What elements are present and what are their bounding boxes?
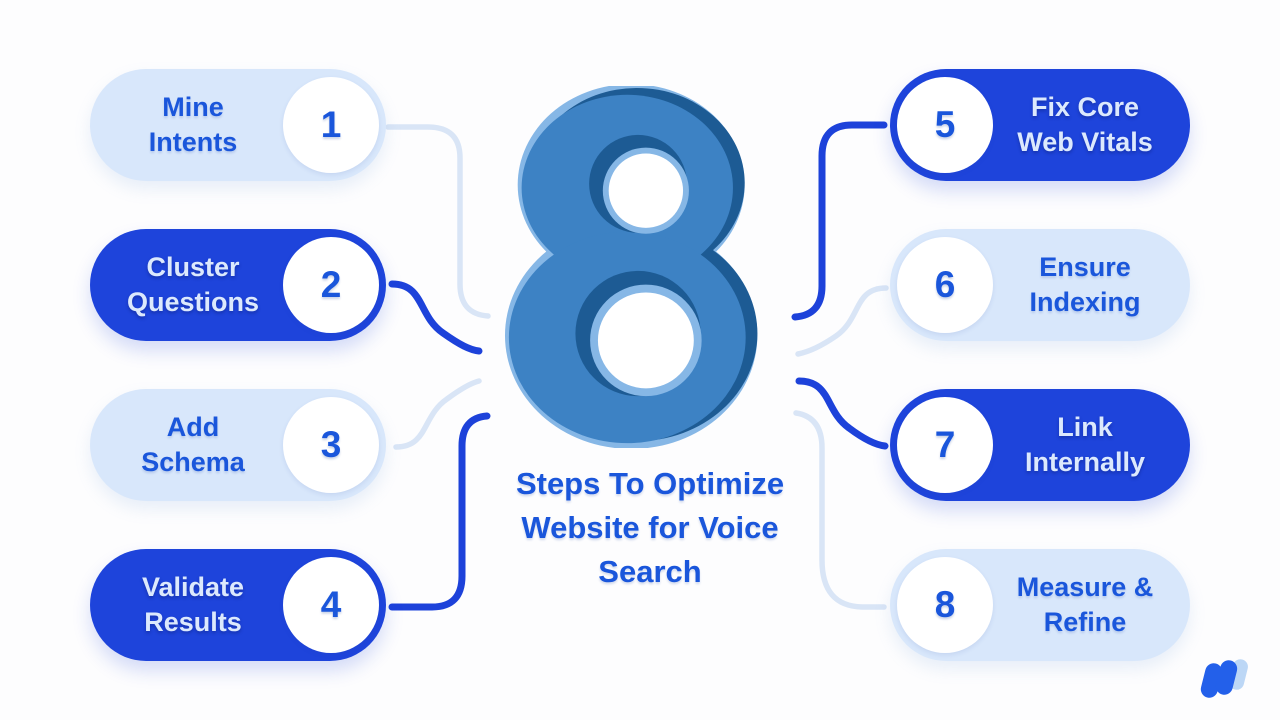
connector-step-6 [795,285,889,357]
connector-step-3 [393,378,482,450]
step-number-badge: 6 [897,237,993,333]
step-label: Mine Intents [148,91,238,157]
step-number-badge: 3 [283,397,379,493]
step-number: 7 [934,424,956,465]
step-label: Cluster Questions [126,251,260,317]
step-pill-cluster-questions: Cluster Questions 2 [90,229,386,341]
step-number-badge: 4 [283,557,379,653]
step-number: 1 [320,104,342,145]
step-number: 3 [320,424,342,465]
connector-step-2 [388,280,483,355]
step-pill-mine-intents: Mine Intents 1 [90,69,386,181]
step-number: 6 [934,264,956,305]
step-pill-add-schema: Add Schema 3 [90,389,386,501]
step-pill-ensure-indexing: 6 Ensure Indexing [890,229,1190,341]
page-title: Steps To Optimize Website for Voice Sear… [480,462,820,594]
step-label: Add Schema [141,411,245,477]
step-number: 8 [934,584,956,625]
step-number: 4 [320,584,342,625]
step-pill-fix-core-web-vitals: 5 Fix Core Web Vitals [890,69,1190,181]
step-number-badge: 1 [283,77,379,173]
connector-step-5 [791,121,888,321]
big-eight-graphic [505,86,758,448]
title-line-1: Steps To Optimize [515,466,785,501]
step-pill-validate-results: Validate Results 4 [90,549,386,661]
brand-w-logo-icon [1200,659,1248,698]
step-number-badge: 5 [897,77,993,173]
step-pill-link-internally: 7 Link Internally [890,389,1190,501]
title-line-2: Website for Voice [521,510,779,546]
connector-step-1 [385,124,491,319]
step-label: Validate Results [141,571,245,637]
connector-step-4 [388,412,491,611]
step-pill-measure-refine: 8 Measure & Refine [890,549,1190,661]
big-eight-value: 8 [0,0,1,1]
step-label: Ensure Indexing [1029,251,1141,317]
step-number-badge: 8 [897,557,993,653]
step-number: 2 [320,264,342,305]
step-number-badge: 2 [283,237,379,333]
step-label: Measure & Refine [1016,571,1154,637]
step-label: Fix Core Web Vitals [1017,91,1153,157]
title-line-3: Search [598,554,702,590]
connector-step-7 [795,377,889,450]
step-label: Link Internally [1024,411,1146,477]
step-number: 5 [934,104,956,145]
step-number-badge: 7 [897,397,993,493]
